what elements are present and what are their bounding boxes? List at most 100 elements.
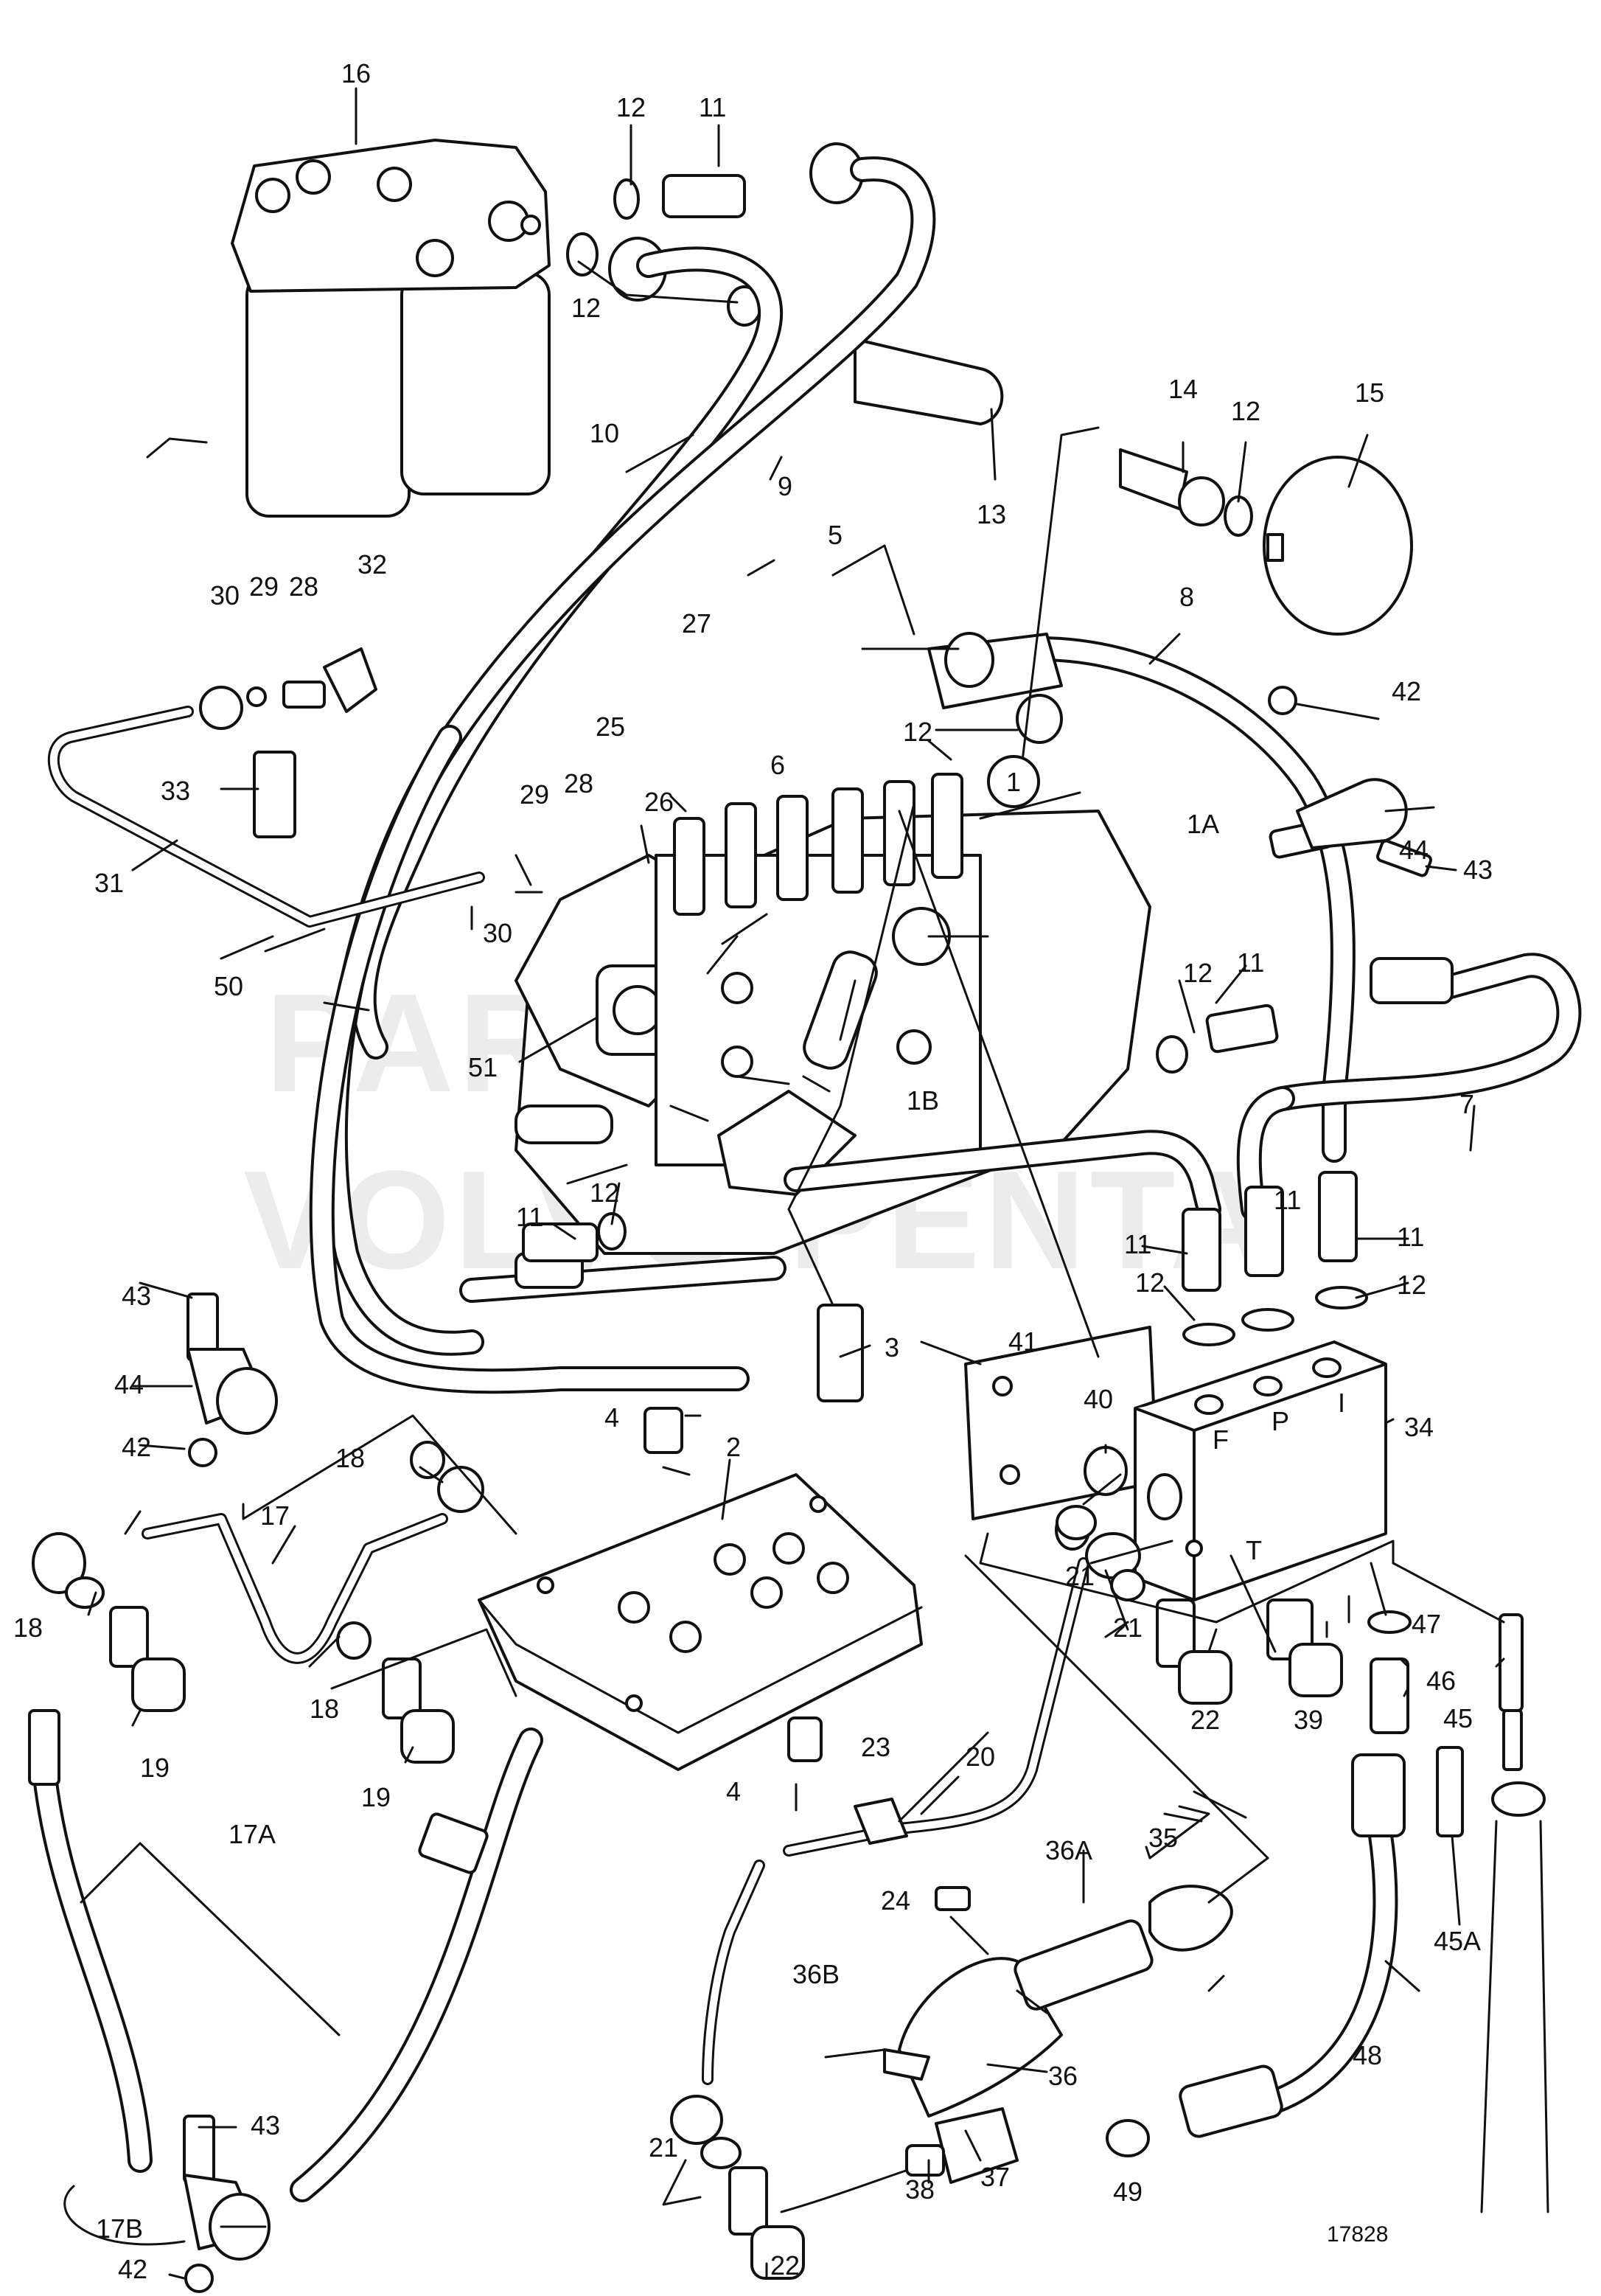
callout-37: 37 (980, 2162, 1010, 2192)
adapter-plate (478, 1304, 923, 1771)
callout-1A: 1A (1187, 809, 1219, 839)
callout-13: 13 (977, 499, 1006, 529)
callout-11-left: 11 (516, 1202, 543, 1232)
callout-49: 49 (1113, 2177, 1143, 2207)
pump-return-pipe (459, 1130, 1221, 1303)
callout-17A: 17A (229, 1819, 276, 1849)
callout-40: 40 (1084, 1384, 1113, 1414)
callout-21-top: 21 (1065, 1561, 1095, 1591)
callout-45A: 45A (1434, 1926, 1481, 1956)
callout-28-top: 28 (289, 571, 318, 602)
callout-7: 7 (1459, 1089, 1474, 1119)
callout-45: 45 (1443, 1703, 1473, 1733)
port-label-t: T (1246, 1535, 1262, 1565)
callout-30-mid: 30 (483, 918, 512, 948)
callout-15: 15 (1355, 378, 1384, 408)
callout-18-left: 18 (13, 1613, 43, 1643)
callout-12-right: 12 (1183, 958, 1213, 988)
callout-41: 41 (1008, 1326, 1038, 1357)
callout-11-top: 11 (699, 92, 726, 122)
callout-1-circle: 1 (987, 755, 1040, 808)
callout-3: 3 (885, 1332, 899, 1363)
callout-43-left: 43 (122, 1281, 151, 1311)
callout-48: 48 (1353, 2040, 1382, 2070)
callout-31: 31 (94, 868, 124, 898)
distribution-block: F P I T (964, 1326, 1387, 1601)
callout-11-r3: 11 (1274, 1185, 1301, 1215)
callout-12-hose8: 12 (903, 717, 932, 747)
callout-33: 33 (161, 776, 190, 806)
callout-12-filter: 12 (571, 293, 601, 323)
callout-44-left: 44 (114, 1369, 144, 1399)
callout-50: 50 (214, 971, 243, 1001)
callout-12-top: 12 (616, 92, 646, 122)
callout-36A: 36A (1045, 1835, 1092, 1865)
callout-17: 17 (260, 1500, 290, 1531)
callout-11-right: 11 (1237, 947, 1264, 978)
pipe-20-and-valve (670, 1505, 1343, 2280)
callout-11-r2: 11 (1124, 1229, 1151, 1259)
callout-32: 32 (357, 549, 387, 580)
callout-6: 6 (770, 750, 785, 780)
callout-22-bottom: 22 (770, 2250, 800, 2281)
lower-brackets (63, 1293, 278, 2293)
callout-27: 27 (682, 608, 711, 639)
callout-18-top: 18 (335, 1443, 365, 1473)
callout-21-bottom: 21 (649, 2132, 678, 2163)
callout-34: 34 (1404, 1412, 1434, 1442)
callout-25: 25 (596, 712, 625, 742)
callout-29-mid: 29 (520, 779, 549, 810)
cover-assembly (1119, 448, 1413, 636)
callout-12-left: 12 (590, 1177, 619, 1208)
callout-38: 38 (905, 2174, 935, 2205)
callout-16: 16 (341, 58, 371, 88)
callout-20: 20 (966, 1742, 995, 1772)
callout-14: 14 (1168, 374, 1198, 404)
hose-7 (1236, 953, 1582, 1222)
callout-4-bottom: 4 (726, 1776, 741, 1806)
callout-39: 39 (1294, 1705, 1323, 1735)
callout-30-top: 30 (210, 580, 240, 610)
injection-pump (515, 773, 1151, 1255)
callout-42-bottom: 42 (118, 2254, 147, 2284)
callout-19-mid: 19 (361, 1782, 391, 1812)
callout-51: 51 (468, 1052, 498, 1082)
callout-28-mid: 28 (564, 768, 593, 799)
callout-35: 35 (1148, 1823, 1178, 1853)
callout-10: 10 (590, 418, 619, 448)
callout-29-top: 29 (249, 571, 279, 602)
callout-19-left: 19 (140, 1753, 170, 1783)
pump-delivery-valves (673, 773, 963, 916)
callout-36B: 36B (792, 1959, 840, 1989)
callout-18-mid: 18 (310, 1694, 339, 1724)
hose-48-and-fittings (1106, 1610, 1549, 2213)
callout-44-top: 44 (1399, 835, 1429, 865)
callout-24: 24 (881, 1885, 910, 1916)
callout-17B: 17B (96, 2213, 143, 2244)
leader-lines (80, 87, 1505, 2280)
callout-9: 9 (778, 471, 792, 501)
callout-42-left: 42 (122, 1432, 151, 1462)
upper-bracket (1268, 686, 1432, 877)
callout-2: 2 (726, 1432, 741, 1462)
hoses-17A (28, 1709, 543, 2202)
callout-43-top: 43 (1463, 855, 1493, 885)
callout-22-top: 22 (1190, 1705, 1220, 1735)
callout-42-top: 42 (1392, 676, 1421, 706)
svg-text:1: 1 (1006, 767, 1021, 797)
hose-8 (927, 632, 1356, 1163)
callout-12-r1: 12 (1397, 1270, 1426, 1300)
callout-23: 23 (861, 1732, 890, 1762)
pipe-17 (32, 1441, 484, 1764)
port-label-f: F (1213, 1424, 1229, 1455)
fuel-filter-assembly (231, 139, 551, 518)
figure-number: 17828 (1327, 2222, 1388, 2247)
callout-21-mid: 21 (1113, 1613, 1143, 1643)
callout-12-cover: 12 (1231, 396, 1260, 426)
callout-1B: 1B (907, 1085, 939, 1116)
port-label-p: P (1272, 1406, 1289, 1436)
distribution-block-unions (522, 1003, 1368, 1346)
callout-12-r2: 12 (1135, 1267, 1165, 1298)
port-label-i: I (1338, 1388, 1345, 1418)
